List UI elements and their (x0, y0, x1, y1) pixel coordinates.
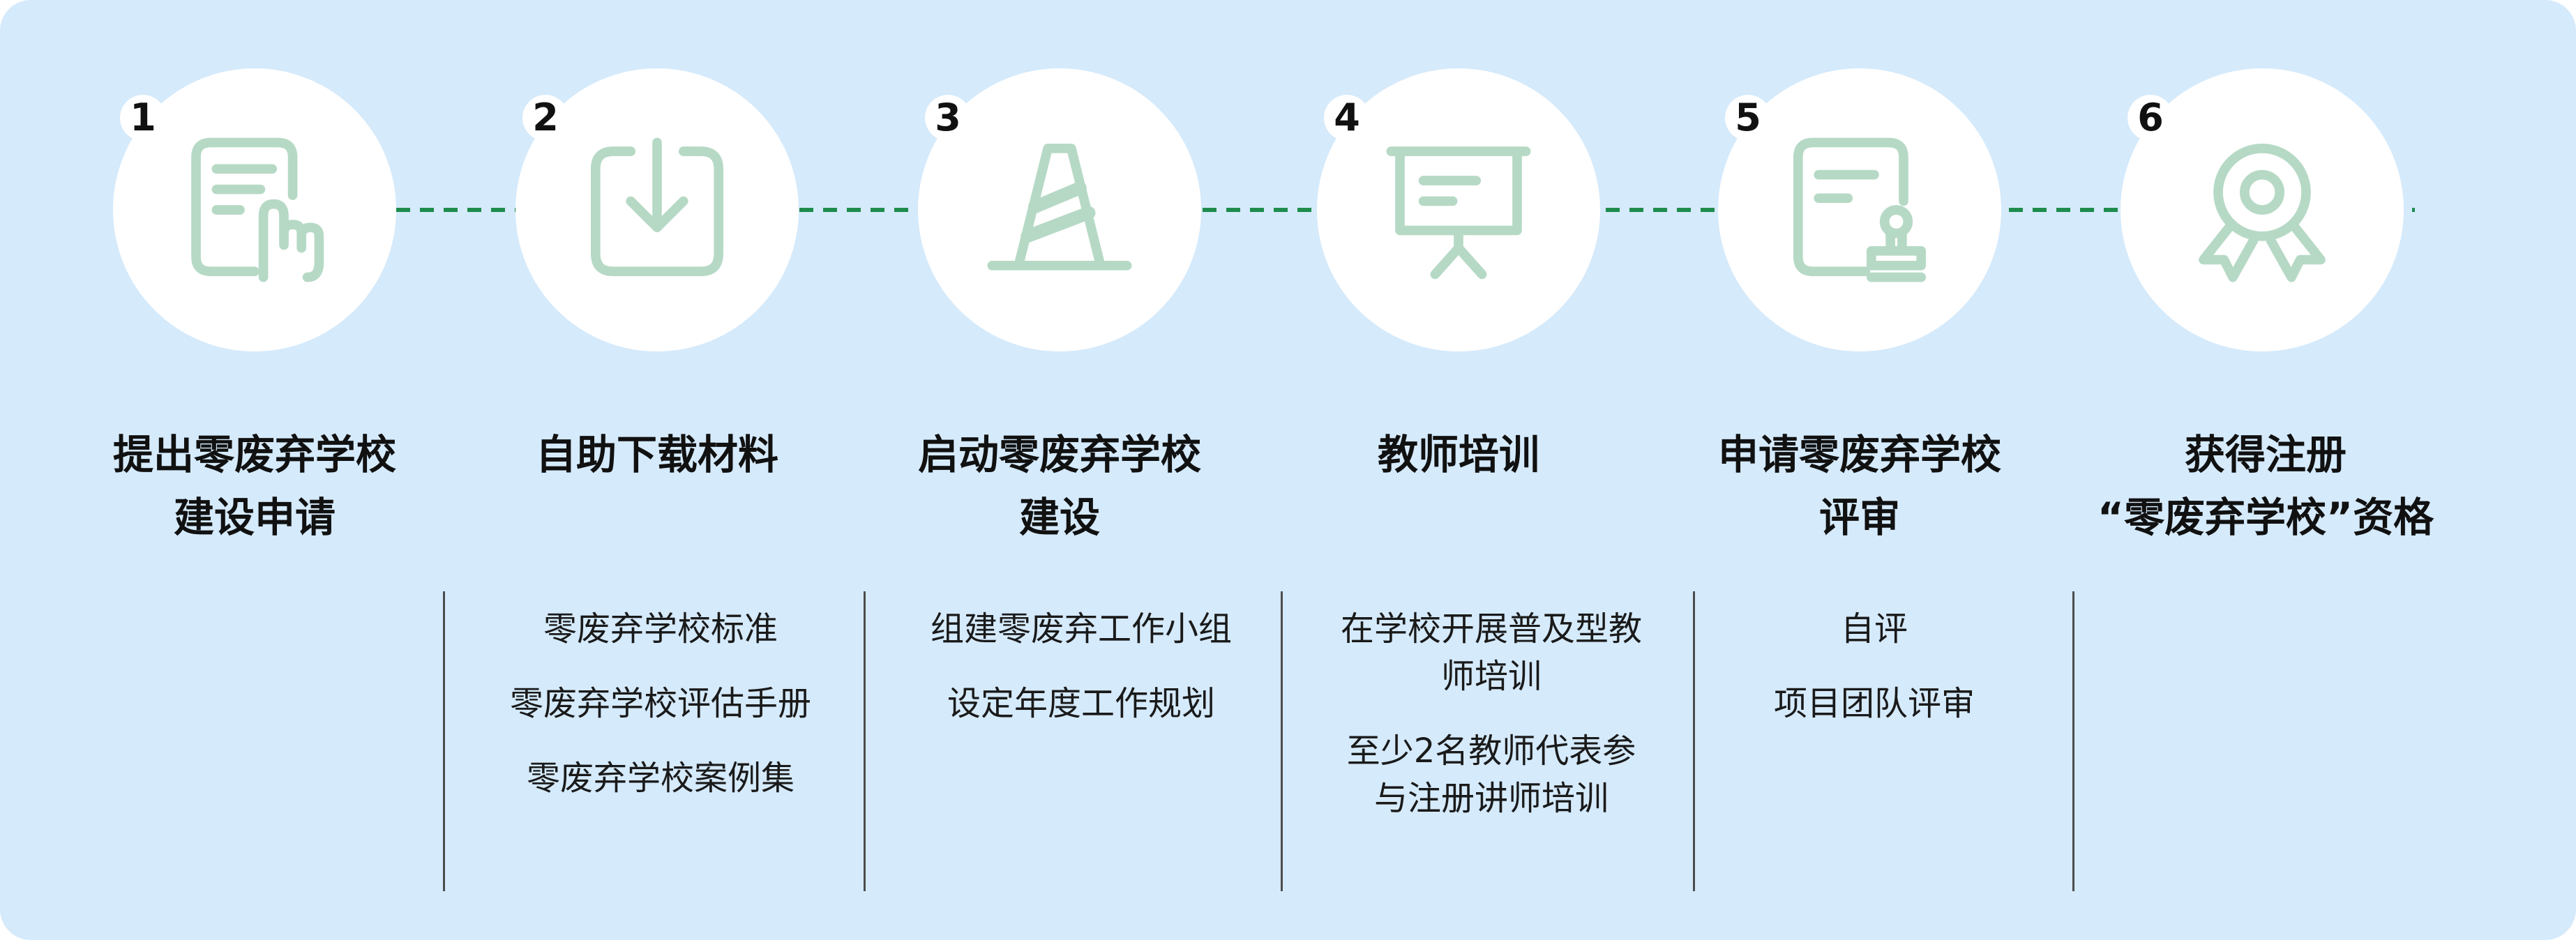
step-number: 3 (925, 95, 971, 141)
step-item-line: 至少2名教师代表参 (1346, 731, 1636, 771)
step-number: 5 (1725, 95, 1771, 141)
step-item-line: 自评 (1840, 609, 1908, 649)
column-divider (2072, 591, 2074, 891)
step-item: 零废弃学校标准 (465, 605, 856, 653)
step-title: 自助下载材料 (434, 423, 880, 486)
step-title-line: 建设 (1018, 494, 1100, 541)
step-title: 教师培训 (1235, 423, 1682, 486)
step-title-line: “零废弃学校”资格 (2097, 494, 2434, 541)
step-number: 1 (120, 95, 166, 141)
step-item-line: 零废弃学校案例集 (526, 759, 794, 798)
document-hand-icon (191, 137, 324, 282)
step-item-line: 师培训 (1440, 657, 1542, 696)
step-item: 组建零废弃工作小组 (886, 605, 1276, 653)
column-divider (1693, 591, 1695, 891)
step-item: 至少2名教师代表参 与注册讲师培训 (1296, 727, 1687, 822)
step-item: 零废弃学校评估手册 (465, 680, 856, 727)
step-item-line: 零废弃学校标准 (543, 609, 778, 649)
step-items: 自评 项目团队评审 (1700, 605, 2049, 755)
step-item: 零废弃学校案例集 (465, 755, 856, 802)
step-items: 在学校开展普及型教 师培训 至少2名教师代表参 与注册讲师培训 (1296, 605, 1687, 849)
step-number: 6 (2127, 95, 2174, 141)
presentation-board-icon (1386, 146, 1531, 280)
step-item-line: 与注册讲师培训 (1373, 779, 1609, 818)
step-item-line: 在学校开展普及型教 (1340, 609, 1642, 649)
traffic-cone-icon (987, 143, 1132, 271)
step-item: 项目团队评审 (1700, 680, 2049, 727)
step-item-line: 项目团队评审 (1773, 684, 1975, 723)
document-stamp-icon (1793, 137, 1927, 282)
step-item: 设定年度工作规划 (886, 680, 1276, 727)
step-items: 零废弃学校标准 零废弃学校评估手册 零废弃学校案例集 (465, 605, 856, 829)
step-title-line: 提出零废弃学校 (112, 431, 396, 478)
step-item-line: 零废弃学校评估手册 (509, 684, 811, 723)
step-title: 申请零废弃学校 评审 (1636, 423, 2083, 549)
step-item-line: 设定年度工作规划 (947, 684, 1215, 723)
download-icon (590, 137, 724, 277)
step-title-line: 建设申请 (173, 494, 336, 541)
column-divider (864, 591, 866, 891)
step-title: 启动零废弃学校 建设 (836, 423, 1283, 549)
step-title-line: 自助下载材料 (535, 431, 778, 478)
step-title-line: 评审 (1818, 494, 1900, 541)
step-item: 在学校开展普及型教 师培训 (1296, 605, 1687, 700)
step-item-line: 组建零废弃工作小组 (930, 609, 1232, 649)
step-title-line: 申请零废弃学校 (1717, 431, 2001, 478)
step-item: 自评 (1700, 605, 2049, 653)
step-number: 4 (1324, 95, 1370, 141)
step-title-line: 教师培训 (1377, 431, 1539, 478)
award-medal-icon (2199, 143, 2326, 282)
column-divider (443, 591, 445, 891)
step-title: 提出零废弃学校 建设申请 (31, 423, 478, 549)
step-number: 2 (522, 95, 568, 141)
column-divider (1281, 591, 1283, 891)
step-items: 组建零废弃工作小组 设定年度工作规划 (886, 605, 1276, 755)
step-title: 获得注册 “零废弃学校”资格 (2042, 423, 2489, 549)
step-title-line: 获得注册 (2184, 431, 2347, 478)
step-title-line: 启动零废弃学校 (917, 431, 1201, 478)
